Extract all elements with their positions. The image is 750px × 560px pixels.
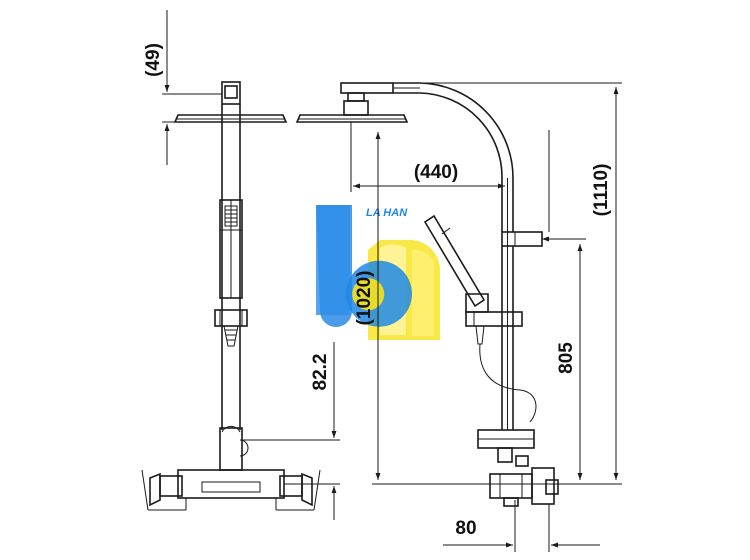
dimension-spout-height: 82.2 <box>242 342 340 520</box>
watermark-text: LA HAN <box>366 207 408 219</box>
dimension-label-spout-height: 82.2 <box>310 354 331 391</box>
dimension-overall-height: (1110) <box>420 82 622 485</box>
dimension-head-height: (1020) <box>354 132 560 485</box>
front-view <box>141 81 321 511</box>
dimension-label-head-height: (1020) <box>354 271 375 326</box>
dimension-handset-height: 805 <box>542 236 586 480</box>
dimension-label-top-offset: (49) <box>143 43 164 77</box>
side-view <box>295 82 559 507</box>
dimension-label-overall-height: (1110) <box>591 164 612 217</box>
dimension-label-arm-reach: (440) <box>414 162 458 183</box>
dimension-label-mixer-depth: 80 <box>455 518 476 539</box>
dimension-arm-reach: (440) <box>350 122 505 192</box>
dimension-top-offset: (49) <box>143 10 222 165</box>
dimension-mixer-depth: 80 <box>443 500 600 552</box>
handset-nozzles <box>224 205 238 227</box>
dimension-label-handset-height: 805 <box>556 342 577 374</box>
